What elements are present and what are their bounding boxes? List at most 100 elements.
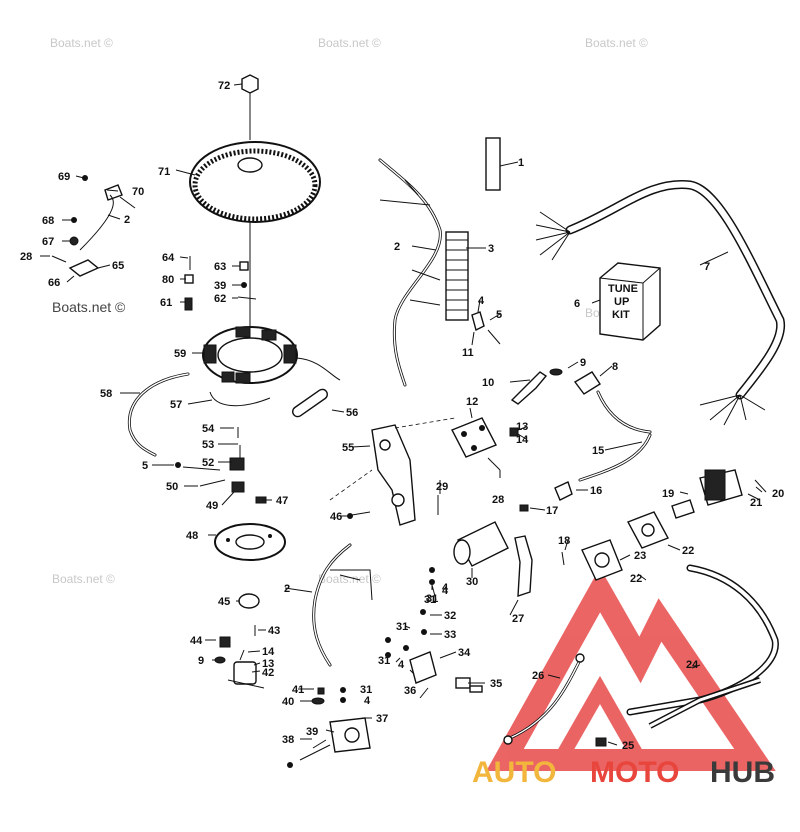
- part-mounting-strap: [514, 535, 533, 597]
- callout: 21: [750, 497, 762, 509]
- part-boot: [519, 481, 573, 512]
- callout: 4: [398, 659, 405, 671]
- part-wires-left: [127, 372, 328, 457]
- callout: 62: [214, 293, 226, 305]
- part-harness-upper: [378, 158, 442, 387]
- callout: 15: [592, 445, 604, 457]
- callout: 67: [42, 236, 54, 248]
- callout: 63: [214, 261, 226, 273]
- callout: 13: [516, 421, 528, 433]
- callout: 52: [202, 457, 214, 469]
- callout: 30: [466, 576, 478, 588]
- callout: 64: [162, 252, 175, 264]
- callout: 23: [634, 550, 646, 562]
- callout: 28: [20, 251, 32, 263]
- part-small-hardware: [184, 256, 257, 311]
- callout: 31: [424, 594, 436, 606]
- callout: 40: [282, 696, 294, 708]
- callout: 12: [466, 396, 478, 408]
- callout: 2: [284, 583, 290, 595]
- callout: 57: [170, 399, 182, 411]
- part-stator: [202, 326, 341, 384]
- callout: 44: [190, 635, 203, 647]
- callout: 41: [292, 684, 304, 696]
- callout: 17: [546, 505, 558, 517]
- callout: 38: [282, 734, 294, 746]
- callout: 5: [142, 460, 148, 472]
- part-screw: [561, 551, 565, 566]
- callout: 42: [262, 667, 274, 679]
- callout: 66: [48, 277, 60, 289]
- callout: 53: [202, 439, 214, 451]
- part-main-harness: [535, 179, 786, 426]
- callout: 16: [590, 485, 602, 497]
- callout: 39: [306, 726, 318, 738]
- callout: 4: [364, 695, 371, 707]
- logo-text: AUTO MOTO HUB: [472, 756, 775, 789]
- callout-labels: 72 71 69 70 68 2 67 28 65 66 64 80 63 39…: [20, 80, 784, 752]
- callout: 48: [186, 530, 198, 542]
- callout: 45: [218, 596, 230, 608]
- callout: 39: [214, 280, 226, 292]
- callout: 56: [346, 407, 358, 419]
- callout: 14: [262, 646, 275, 658]
- callout: 65: [112, 260, 124, 272]
- logo-mark: [486, 567, 776, 771]
- part-trigger-hardware: [175, 427, 267, 504]
- part-battery-cables: [626, 564, 779, 729]
- part-spark-plug-leads: [510, 368, 652, 482]
- callout: 34: [458, 647, 471, 659]
- callout: 22: [630, 573, 642, 585]
- part-rectifier: [214, 593, 325, 705]
- callout: 58: [100, 388, 112, 400]
- logo-hub: HUB: [710, 756, 775, 789]
- callout: 33: [444, 629, 456, 641]
- callout: 31: [396, 621, 408, 633]
- callout: 3: [488, 243, 494, 255]
- part-ignition-coil-plate: [451, 417, 519, 471]
- callout: 4: [442, 582, 449, 594]
- callout: 18: [558, 535, 570, 547]
- callout: 61: [160, 297, 172, 309]
- part-terminal-block: [445, 231, 469, 321]
- kit-label-line3: KIT: [612, 309, 630, 321]
- logo-auto: AUTO: [472, 756, 556, 789]
- callout: 50: [166, 481, 178, 493]
- callout: 22: [682, 545, 694, 557]
- kit-label-line1: TUNE: [608, 283, 638, 295]
- callout: 31: [426, 593, 438, 605]
- part-bracket-bolts: [347, 495, 439, 519]
- callout: 46: [330, 511, 342, 523]
- part-coil-bracket: [329, 417, 456, 526]
- callout: 7: [704, 261, 710, 273]
- part-key-switch: [671, 469, 767, 519]
- callout: 68: [42, 215, 54, 227]
- part-harness-lower: [312, 543, 373, 667]
- part-ground-cable: [503, 653, 607, 747]
- callout: 25: [622, 740, 634, 752]
- watermark: Boats.net ©: [318, 36, 381, 50]
- watermark: Boats.net ©: [318, 572, 381, 586]
- callout: 4: [442, 585, 449, 597]
- part-small-bracket-hardware: [385, 609, 483, 693]
- callout: 36: [404, 685, 416, 697]
- callout: 71: [158, 166, 170, 178]
- callout: 24: [686, 659, 699, 671]
- callout: 69: [58, 171, 70, 183]
- callout: 2: [124, 214, 130, 226]
- leader-lines: [40, 83, 763, 746]
- kit-label-line2: UP: [614, 296, 629, 308]
- callout: 2: [394, 241, 400, 253]
- callout: 31: [360, 684, 372, 696]
- watermark: Boats.net ©: [50, 36, 113, 50]
- callout: 59: [174, 348, 186, 360]
- callout: 29: [436, 481, 448, 493]
- callout: 9: [580, 357, 586, 369]
- callout: 49: [206, 500, 218, 512]
- callout: 27: [512, 613, 524, 625]
- callout: 9: [198, 655, 204, 667]
- callout: 11: [462, 347, 474, 359]
- callout: 10: [482, 377, 494, 389]
- callout: 1: [518, 157, 524, 169]
